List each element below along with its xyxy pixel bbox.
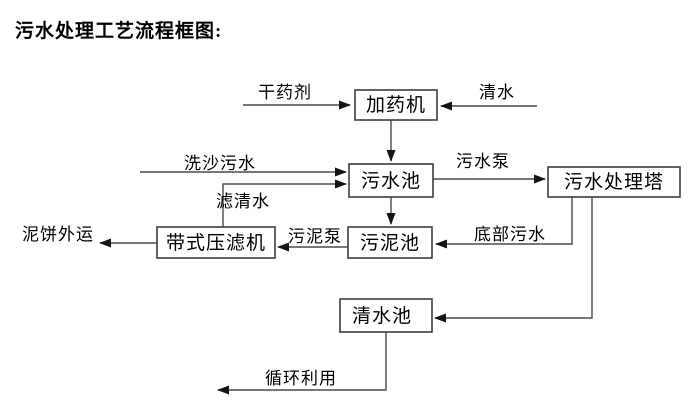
- node-sewage-treatment-tower: 污水处理塔: [547, 166, 681, 198]
- clean-water-pool-label: 清水池: [352, 305, 412, 327]
- label-recycling: 循环利用: [265, 369, 337, 388]
- arrow-clean-water-pool-to-recycling: [217, 332, 387, 395]
- sewage-treatment-tower-box: [547, 166, 681, 198]
- dosing-machine-box: [354, 89, 438, 121]
- label-bottom-sewage: 底部污水: [474, 225, 546, 244]
- label-dry-chemical: 干药剂: [258, 83, 312, 102]
- label-sand-washing-sewage: 洗沙污水: [184, 154, 256, 173]
- page-title: 污水处理工艺流程框图:: [15, 21, 223, 42]
- arrow-tower-bottom-to-sludge-pool: [435, 197, 573, 249]
- label-filtered-water: 滤清水: [216, 192, 270, 211]
- clean-water-pool-box: [339, 298, 433, 333]
- node-sewage-pool: 污水池: [348, 163, 434, 198]
- sewage-pool-label: 污水池: [361, 170, 421, 192]
- label-sludge-pump: 污泥泵: [288, 227, 342, 246]
- node-clean-water-pool: 清水池: [339, 298, 433, 333]
- node-sludge-pool: 污泥池: [347, 226, 433, 259]
- dosing-machine-label: 加药机: [366, 94, 426, 116]
- arrow-filtered-water-to-sewage-pool: [222, 179, 347, 227]
- node-dosing-machine: 加药机: [354, 89, 438, 121]
- belt-filter-press-label: 带式压滤机: [166, 232, 266, 254]
- label-mud-cake-out: 泥饼外运: [22, 225, 94, 244]
- sludge-pool-label: 污泥池: [360, 232, 420, 254]
- label-sewage-pump: 污水泵: [456, 152, 510, 171]
- sewage-pool-box: [348, 163, 434, 198]
- sewage-treatment-tower-label: 污水处理塔: [564, 171, 664, 193]
- node-belt-filter-press: 带式压滤机: [156, 226, 276, 259]
- belt-filter-press-box: [156, 226, 276, 259]
- arrow-tower-to-clean-water-pool: [434, 197, 593, 323]
- sludge-pool-box: [347, 226, 433, 259]
- label-clean-water: 清水: [479, 83, 515, 102]
